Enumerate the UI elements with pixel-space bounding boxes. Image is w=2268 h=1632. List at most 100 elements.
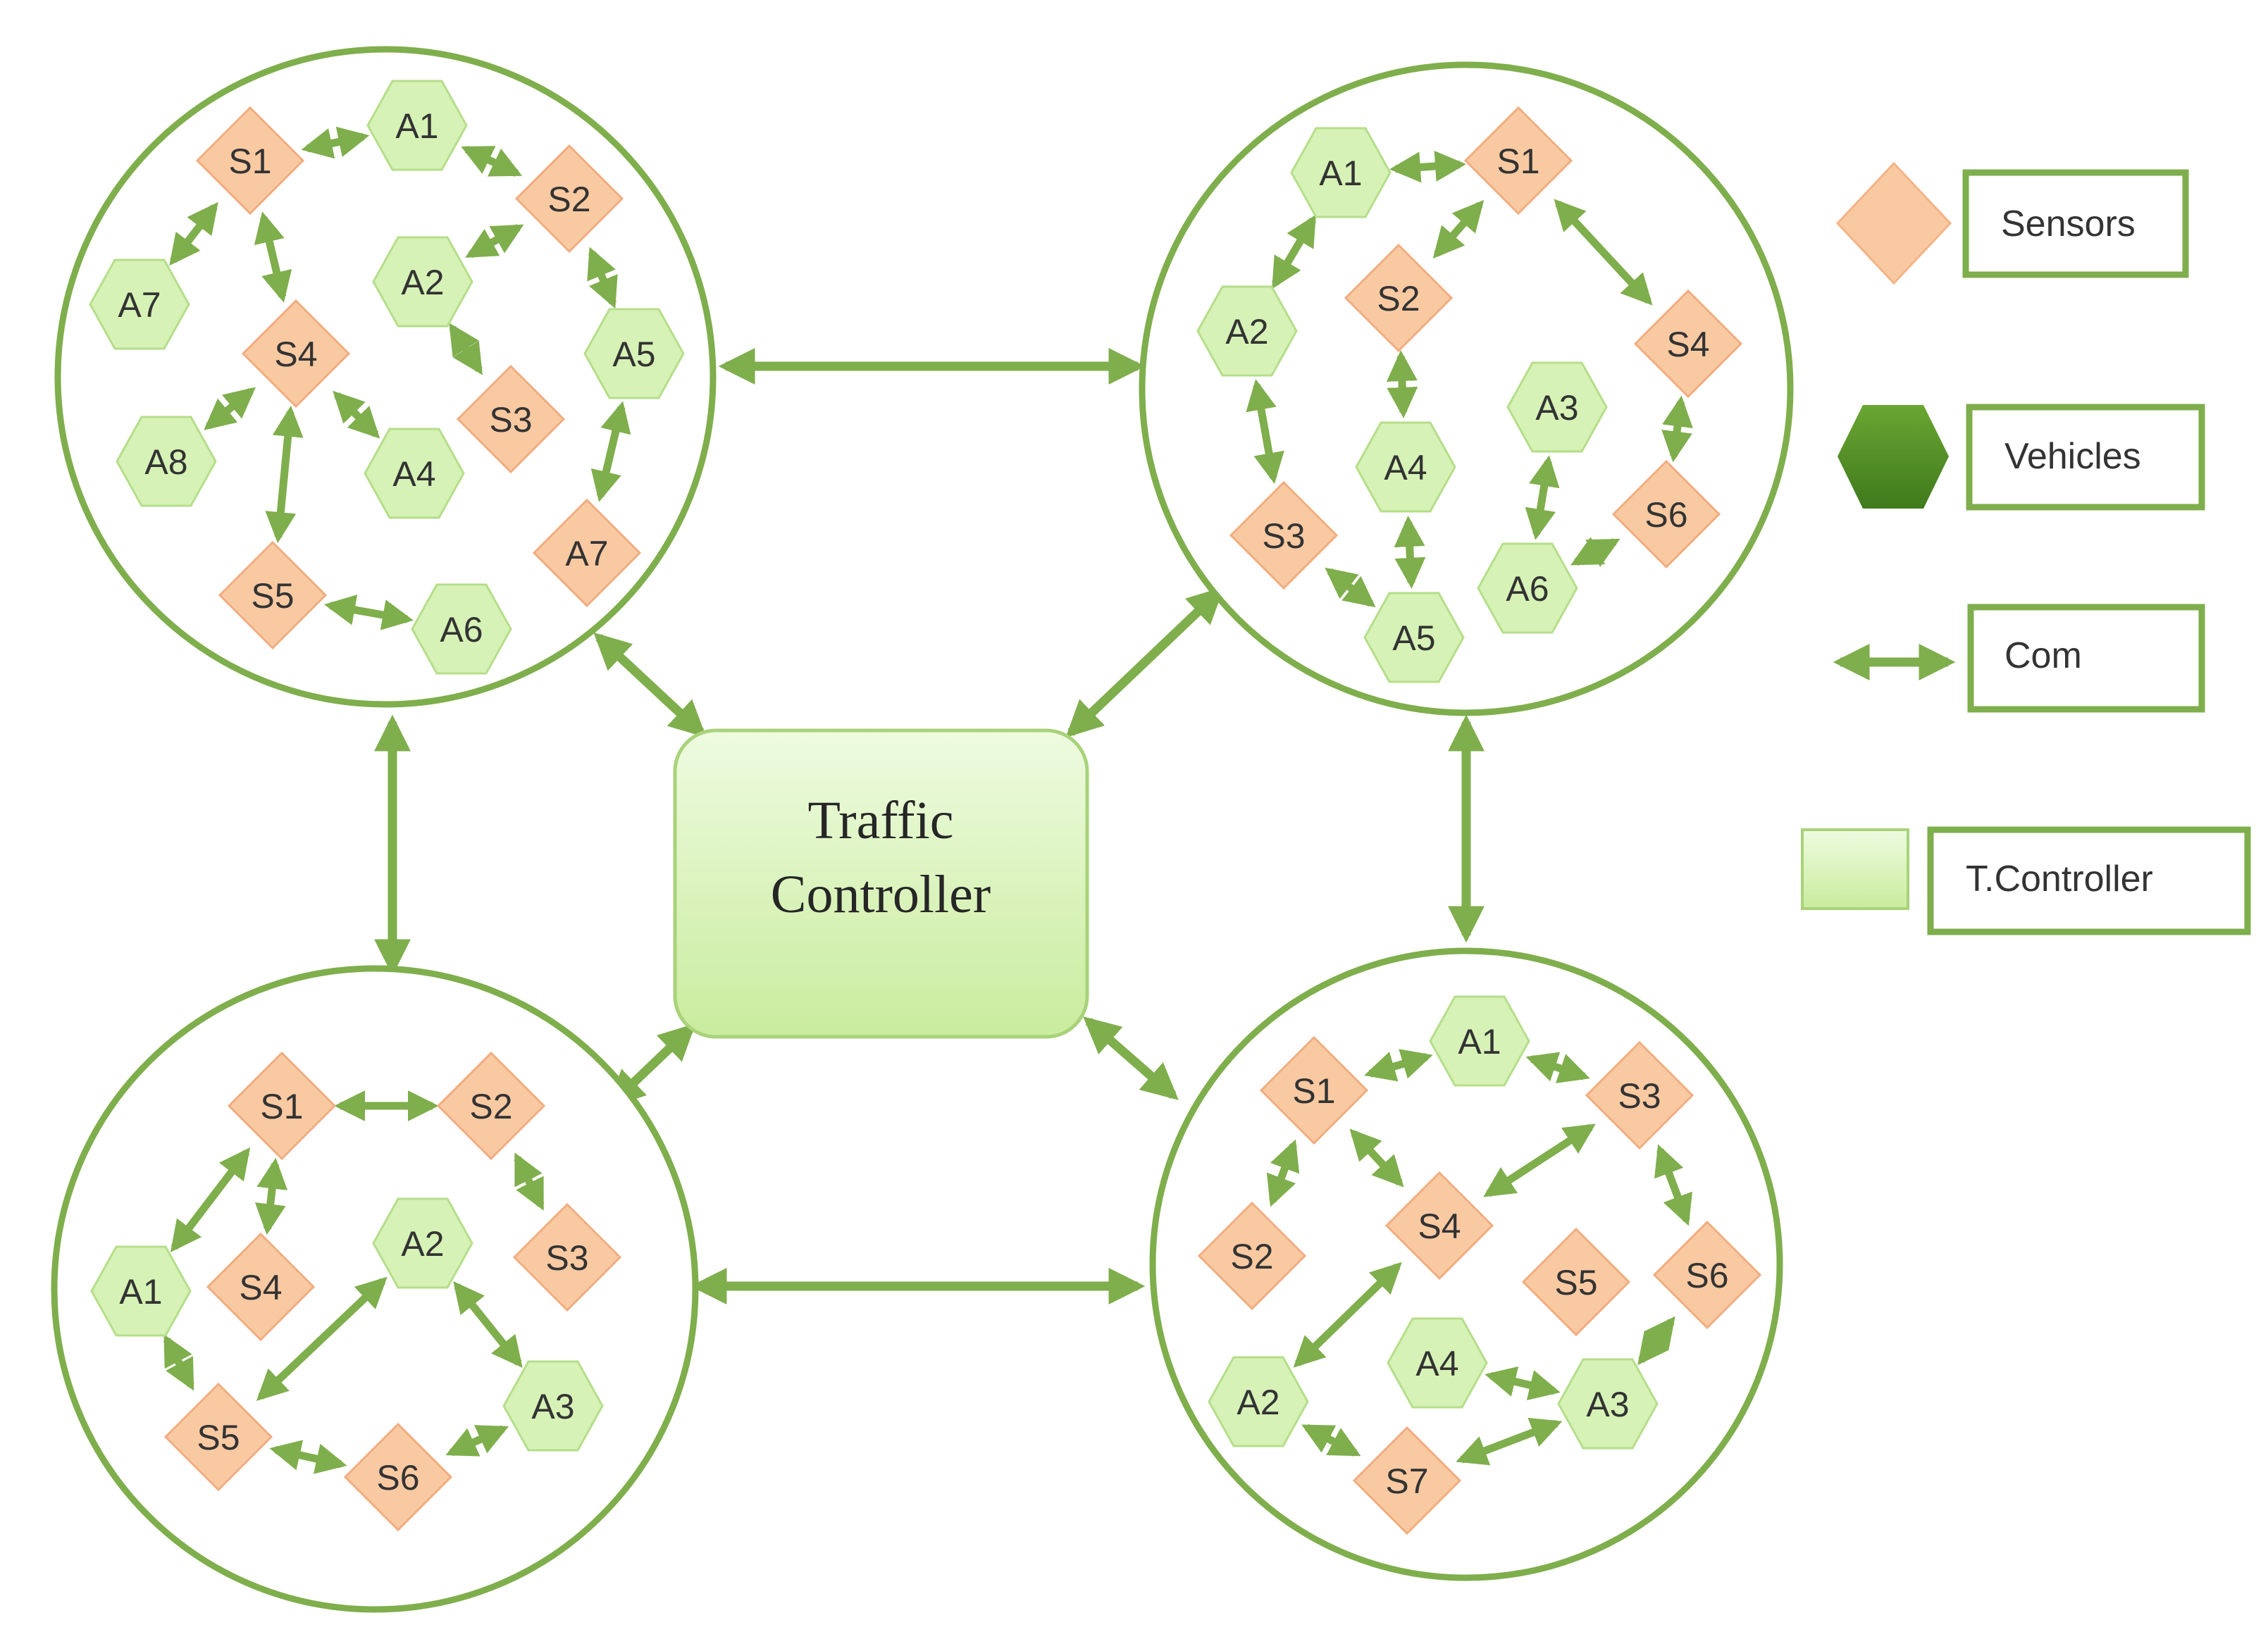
com-link [1483,1123,1596,1197]
sensor-label: S3 [1618,1076,1661,1116]
sensor-diamond-icon [1633,289,1743,399]
vehicle-hexagon-icon [1477,542,1578,634]
com-link [265,405,304,544]
sensor-label: S1 [260,1087,303,1126]
legend-sensor-diamond-icon [1835,161,1952,285]
vehicle-hexagon-icon [1506,361,1608,453]
vehicle-hexagon-icon [411,583,512,675]
sensor-diamond-icon [218,540,328,650]
vehicle-hexagon-icon [90,1245,192,1337]
sensor-label: S5 [1554,1263,1597,1302]
com-link [1661,395,1693,463]
sensor-label: S4 [1666,325,1709,364]
vehicle-label: A4 [1384,448,1427,487]
sensor-label: S2 [469,1087,512,1126]
com-link [333,390,380,439]
com-link [1570,537,1621,568]
sensor-diamond-icon [1585,1040,1694,1150]
com-link [590,401,631,502]
legend-box-sensors [1962,169,2189,278]
com-link [461,145,523,177]
sensor-diamond-icon [1259,1035,1369,1145]
com-link [453,1281,523,1368]
traffic-controller-box [673,728,1089,1039]
vehicle-hexagon-icon [583,308,685,399]
com-link [1637,1316,1675,1366]
sensor-label: S1 [1496,142,1539,181]
com-link [1485,1366,1561,1401]
vehicle-label: A4 [1415,1344,1458,1383]
link-ctl-br [1083,1016,1179,1100]
com-link [465,224,524,258]
sensor-diamond-icon [227,1051,337,1161]
legend-box-com [1967,604,2205,713]
link-ctl-tr [1065,586,1225,738]
sensor-diamond-icon [1463,106,1573,216]
com-link [1654,1144,1692,1226]
com-link [1266,1139,1300,1207]
legend-box-vehicles [1966,404,2205,511]
com-link [1364,1049,1433,1082]
sensor-label: S5 [197,1418,240,1457]
controller-line1: Traffic [808,791,954,850]
vehicle-hexagon-icon [364,428,465,519]
vehicle-hexagon-icon [1363,592,1465,683]
com-link [514,1152,545,1211]
vehicle-hexagon-icon [502,1360,604,1452]
com-link [1349,1128,1404,1188]
vehicle-label: A4 [392,454,435,494]
vehicle-label: A6 [440,610,483,649]
vehicle-label: A6 [1506,569,1549,609]
vehicle-hexagon-icon [1208,1356,1309,1447]
sensor-label: S4 [1418,1207,1461,1246]
legend-label-com: Com [2004,635,2082,676]
vehicle-label: A2 [401,1224,444,1264]
vehicle-label: A3 [531,1387,574,1426]
com-link [1246,379,1284,484]
com-link [1301,1424,1361,1457]
vehicle-hexagon-icon [366,80,468,171]
com-link [204,387,256,430]
vehicle-label: A2 [401,263,444,302]
sensor-diamond-icon [241,299,351,409]
sensor-diamond-icon [1611,459,1721,569]
com-link [254,211,292,303]
vehicle-hexagon-icon [116,416,217,507]
com-link [254,1157,288,1235]
vehicle-hexagon-icon [372,1197,473,1289]
sensor-label: S5 [251,576,294,616]
sensor-diamond-icon [436,1051,546,1161]
com-link [1525,1052,1590,1083]
vehicle-label: A5 [612,335,655,374]
sensor-label: S1 [1292,1071,1335,1111]
com-link [324,594,414,630]
com-link [1525,455,1560,540]
vehicle-label: A1 [395,106,438,146]
vehicle-hexagon-icon [1355,421,1456,513]
traffic-controller: Traffic Controller [673,728,1089,1039]
vehicle-hexagon-icon [89,258,190,350]
com-link [449,323,483,375]
com-link [1389,151,1466,183]
sensor-diamond-icon [163,1382,273,1492]
sensor-label: S3 [545,1238,588,1278]
sensor-label: S6 [1644,495,1687,535]
sensor-label: S3 [1262,516,1305,556]
vehicle-label: A2 [1225,312,1268,351]
com-link [170,1147,251,1252]
com-link [163,1334,194,1391]
sensor-diamond-icon [1197,1201,1307,1311]
sensor-diamond-icon [343,1422,453,1532]
legend: Sensors Vehicles Com T.Controller [1801,161,2251,935]
com-link [1325,567,1376,608]
sensor-label: A7 [565,534,608,573]
vehicle-hexagon-icon [1196,285,1298,377]
com-link [1271,214,1317,289]
controller-line2: Controller [771,865,991,924]
sensor-label: S4 [274,335,317,374]
sensor-diamond-icon [532,498,642,608]
sensor-diamond-icon [1229,480,1339,590]
